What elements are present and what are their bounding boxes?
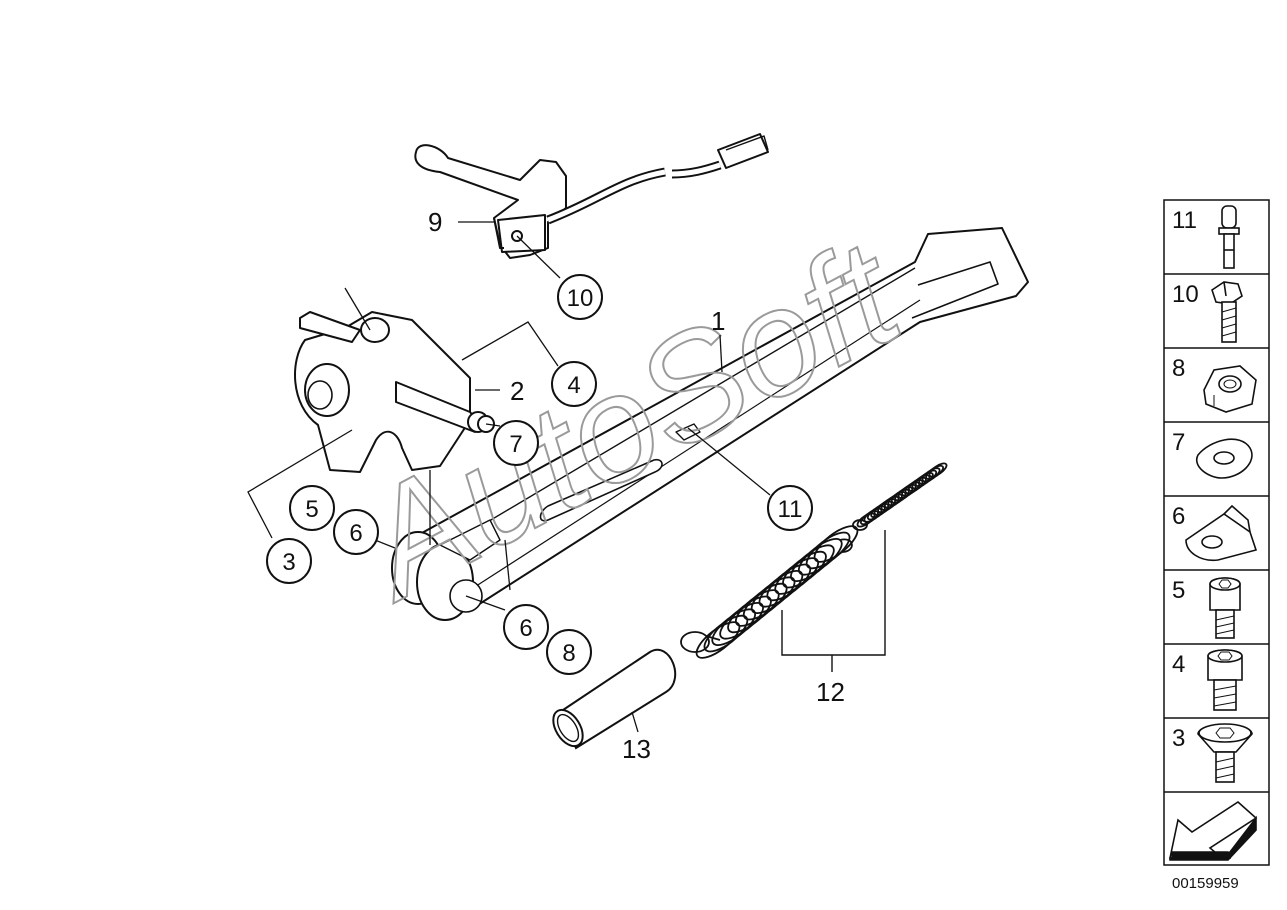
svg-text:10: 10 [1172,281,1199,308]
arrow-left-down-icon [1169,800,1258,861]
sidebar-item-10: 10 [1172,281,1243,343]
label-2: 2 [510,376,524,406]
callout-6-lower: 6 [503,604,549,650]
svg-text:7: 7 [509,431,522,458]
svg-text:5: 5 [1172,577,1185,604]
sidebar-item-11: 11 [1172,205,1240,269]
svg-text:4: 4 [1172,651,1185,678]
leader-lines [247,221,771,733]
sidebar-item-4: 4 [1172,649,1243,711]
sidebar-item-8: 8 [1172,355,1257,413]
svg-text:6: 6 [1172,503,1185,530]
plain-labels: 9 1 2 12 13 [428,207,845,764]
callout-10: 10 [557,274,603,320]
callout-8: 8 [546,629,592,675]
callout-6-upper: 6 [333,509,379,555]
sidestand-switch-drawing [414,133,769,259]
svg-text:3: 3 [282,549,295,576]
callout-4: 4 [551,361,597,407]
spring-coil [790,544,835,582]
callout-5: 5 [289,485,335,531]
pin-icon [1218,205,1240,269]
lock-plate-icon [1185,504,1258,562]
svg-text:11: 11 [778,496,803,523]
sidebar-item-5: 5 [1172,577,1241,639]
socket-bolt-icon [1209,577,1241,639]
rubber-sleeve-drawing [552,648,677,750]
socket-screw-icon [1207,649,1243,711]
sidebar-item-3: 3 [1172,723,1253,783]
callout-7: 7 [493,420,539,466]
reference-number: 00159959 [1172,875,1239,892]
hex-nut-icon [1203,365,1257,413]
svg-text:4: 4 [567,372,580,399]
svg-text:10: 10 [567,285,594,312]
callout-3: 3 [266,538,312,584]
label-9: 9 [428,207,442,237]
sidebar-item-6: 6 [1172,503,1258,562]
sidestand-drawing [391,227,1029,621]
svg-text:8: 8 [1172,355,1185,382]
svg-text:7: 7 [1172,429,1185,456]
svg-text:5: 5 [305,496,318,523]
sidebar-item-arrow [1169,800,1258,861]
springs-drawing [680,462,948,672]
mounting-bracket-drawing [294,311,495,473]
hex-bolt-icon [1211,281,1243,343]
svg-text:6: 6 [349,520,362,547]
svg-text:11: 11 [1172,207,1197,234]
label-13: 13 [622,734,651,764]
label-12: 12 [816,677,845,707]
sidebar-item-7: 7 [1172,429,1253,479]
spring-washer-icon [1195,438,1253,479]
svg-text:6: 6 [519,615,532,642]
small-spring-coil [928,462,948,478]
spring-coil [813,525,859,563]
label-1: 1 [711,306,725,336]
svg-text:8: 8 [562,640,575,667]
parts-sidebar: 11 10 8 [1163,199,1270,866]
countersunk-screw-icon [1197,723,1253,783]
spring-coil [782,550,827,589]
spring-coil [798,538,843,576]
callouts: 10 4 7 11 5 6 3 6 [266,274,813,675]
callout-11: 11 [767,485,813,531]
svg-text:3: 3 [1172,725,1185,752]
